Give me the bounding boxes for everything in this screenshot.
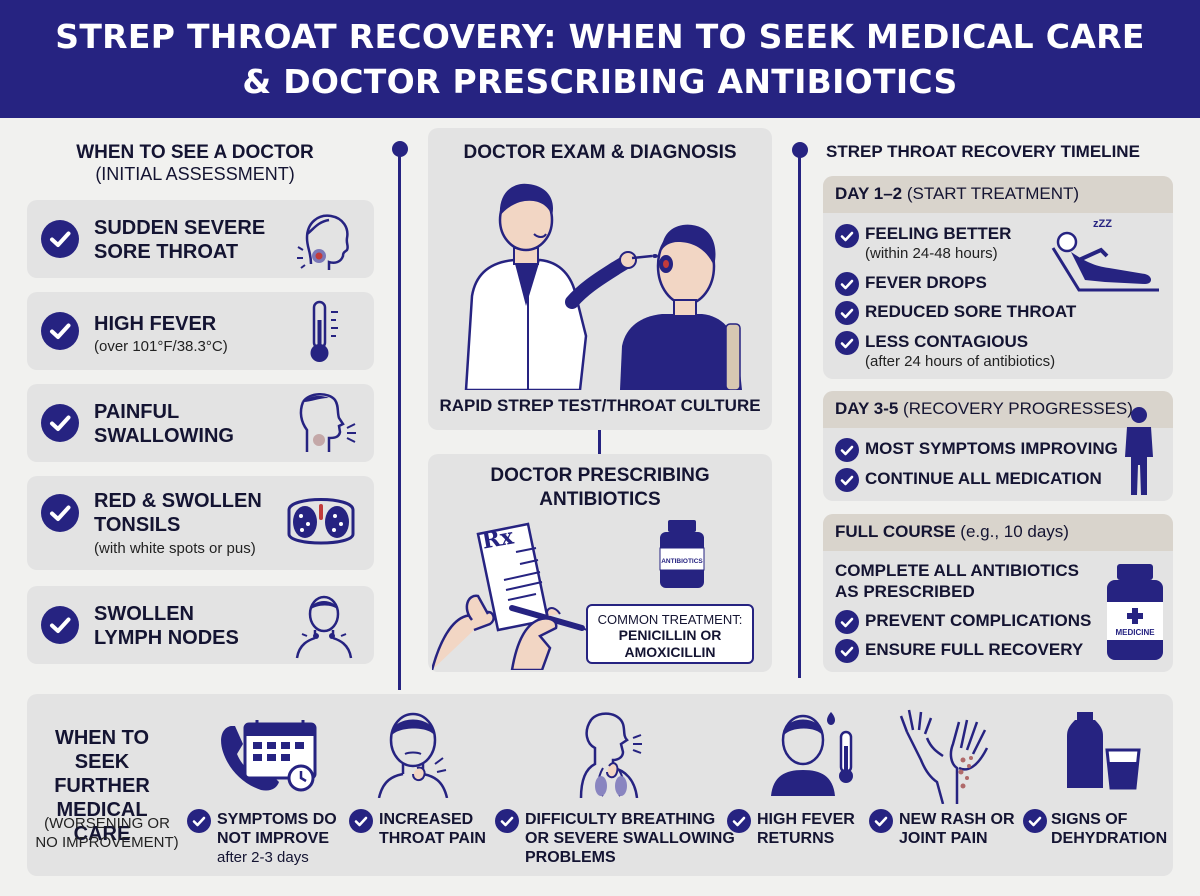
standing-person-icon	[1125, 407, 1153, 495]
check-icon	[41, 220, 79, 258]
page-title-line-2: & DOCTOR PRESCRIBING ANTIBIOTICS	[242, 62, 958, 101]
check-icon	[869, 809, 893, 833]
check-icon	[835, 272, 859, 296]
connector-line	[598, 430, 601, 454]
check-icon	[1023, 809, 1047, 833]
timeline-item: LESS CONTAGIOUS	[865, 332, 1029, 351]
left-column-title: WHEN TO SEE A DOCTOR	[76, 142, 314, 163]
full-course-header: FULL COURSE (e.g., 10 days)	[823, 514, 1173, 551]
timeline-line	[798, 150, 801, 678]
page-header: STREP THROAT RECOVERY: WHEN TO SEEK MEDI…	[0, 0, 1200, 118]
tonsils-icon	[287, 498, 355, 545]
doctor-exam-card: DOCTOR EXAM & DIAGNOSIS RAPID STREP TEST…	[428, 128, 772, 430]
exam-caption: RAPID STREP TEST/THROAT CULTURE	[439, 396, 761, 415]
treatment-drug-2: AMOXICILLIN	[624, 644, 716, 660]
symptom-sublabel: (with white spots or pus)	[94, 540, 256, 557]
timeline-title: STREP THROAT RECOVERY TIMELINE	[826, 142, 1140, 161]
check-icon	[41, 494, 79, 532]
lymph-nodes-icon	[295, 595, 353, 659]
check-icon	[835, 610, 859, 634]
timeline-day-1-2-card: DAY 1–2 (START TREATMENT) FEELING BETTER…	[823, 176, 1173, 379]
medicine-bottle-label: MEDICINE	[1115, 628, 1155, 637]
prescription-writing-illustration	[432, 522, 593, 670]
fever-returns-icon	[771, 712, 853, 796]
sore-throat-icon	[297, 214, 349, 270]
check-icon	[41, 404, 79, 442]
painful-swallowing-icon	[299, 393, 356, 452]
check-icon	[187, 809, 211, 833]
check-icon	[495, 809, 519, 833]
check-icon	[835, 438, 859, 462]
resting-person-icon	[1051, 231, 1159, 292]
day-3-5-header: DAY 3-5 (RECOVERY PROGRESSES)	[823, 391, 1173, 428]
check-icon	[41, 312, 79, 350]
rash-joint-pain-icon	[899, 709, 989, 804]
check-icon	[41, 606, 79, 644]
phone-calendar-icon	[221, 720, 317, 792]
timeline-item: FEVER DROPS	[865, 273, 987, 292]
timeline-day-3-5-card: DAY 3-5 (RECOVERY PROGRESSES) MOST SYMPT…	[823, 391, 1173, 501]
check-icon	[835, 331, 859, 355]
water-bottle-glass-icon	[1067, 712, 1141, 790]
bottle-label: ANTIBIOTICS	[661, 558, 703, 565]
difficulty-breathing-icon	[579, 712, 642, 798]
symptom-sublabel: (over 101°F/38.3°C)	[94, 338, 228, 355]
medicine-bottle-icon	[1107, 564, 1163, 660]
doctor-exam-title: DOCTOR EXAM & DIAGNOSIS	[463, 142, 737, 163]
day-1-2-header: DAY 1–2 (START TREATMENT)	[823, 176, 1173, 213]
sleep-zzz: zZZ	[1093, 218, 1112, 230]
antibiotics-bottle-icon	[659, 520, 705, 588]
timeline-item: MOST SYMPTOMS IMPROVING	[865, 439, 1118, 458]
divider-line	[398, 150, 401, 690]
timeline-full-course-card: FULL COURSE (e.g., 10 days) COMPLETE ALL…	[823, 514, 1173, 672]
treatment-callout: COMMON TREATMENT: PENICILLIN OR AMOXICIL…	[586, 604, 754, 664]
treatment-drug-1: PENICILLIN OR	[618, 627, 722, 643]
timeline-dot	[392, 141, 408, 157]
left-column-subtitle: (INITIAL ASSESSMENT)	[95, 164, 295, 184]
timeline-item: ENSURE FULL RECOVERY	[865, 640, 1084, 659]
timeline-item-note: (after 24 hours of antibiotics)	[865, 353, 1056, 370]
throat-pain-icon	[377, 712, 449, 798]
timeline-item: CONTINUE ALL MEDICATION	[865, 469, 1102, 488]
timeline-item-note: (within 24-48 hours)	[865, 245, 998, 262]
rx-symbol: Rx	[479, 523, 516, 555]
timeline-item: REDUCED SORE THROAT	[865, 302, 1077, 321]
timeline-item: PREVENT COMPLICATIONS	[865, 611, 1092, 630]
timeline-item: FEELING BETTER	[865, 224, 1012, 243]
doctor-exam-illustration	[464, 183, 742, 390]
symptom-label: HIGH FEVER	[94, 313, 217, 335]
thermometer-icon	[310, 300, 338, 362]
check-icon	[727, 809, 751, 833]
check-icon	[835, 639, 859, 663]
symptom-card-high-fever: HIGH FEVER (over 101°F/38.3°C)	[27, 292, 374, 370]
treatment-label: COMMON TREATMENT:	[597, 612, 743, 627]
check-icon	[835, 224, 859, 248]
check-icon	[349, 809, 373, 833]
check-icon	[835, 301, 859, 325]
page-title-line-1: STREP THROAT RECOVERY: WHEN TO SEEK MEDI…	[55, 17, 1145, 56]
check-icon	[835, 468, 859, 492]
